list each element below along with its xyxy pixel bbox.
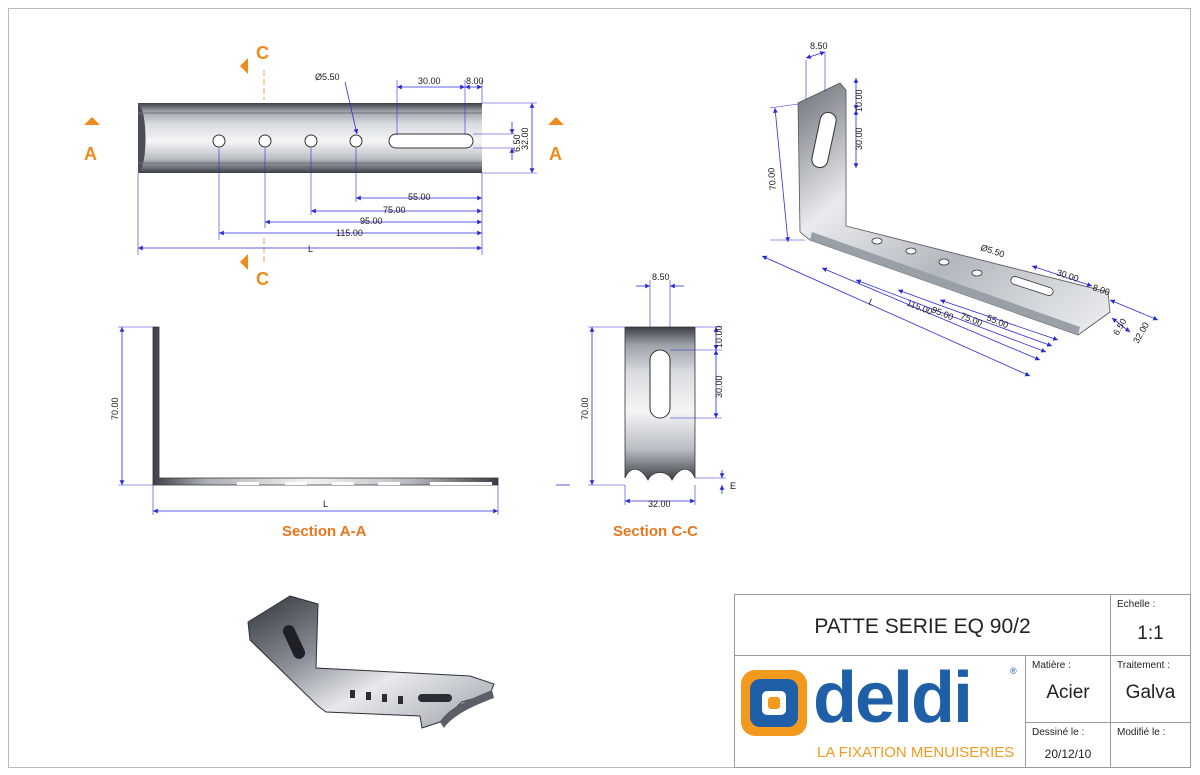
dim-L: L	[308, 244, 313, 254]
iso-dim-95: 95.00	[930, 305, 955, 323]
iso-slot-vertical	[811, 111, 837, 169]
section-a-a: 70.00 L Section A-A	[110, 326, 499, 540]
iso-dim-70: 70.00	[766, 167, 778, 190]
dim-32: 32.00	[520, 127, 530, 150]
section-cc-dim-10: 10.00	[714, 325, 724, 348]
section-mark-a-right: A	[549, 144, 562, 164]
dim-75: 75.00	[383, 205, 406, 215]
iso-dim-8-50: 8.50	[810, 41, 828, 51]
iso-dim-6-50: 6.50	[1111, 317, 1128, 337]
echelle-value: 1:1	[1137, 623, 1164, 644]
hole-3	[304, 134, 318, 148]
top-view: A A C C 30.00 8.00 Ø5.50 32.00 6.50	[84, 43, 564, 289]
dessine-value: 20/12/10	[1044, 747, 1092, 761]
section-aa-dim-L: L	[323, 499, 328, 509]
title-block: PATTE SERIE EQ 90/2 Echelle : 1:1 deldi …	[734, 594, 1191, 768]
dim-55: 55.00	[408, 192, 431, 202]
section-cc-dim-32: 32.00	[648, 499, 671, 509]
logo-tagline: LA FIXATION MENUISERIES	[817, 744, 1015, 761]
section-aa-dim-70: 70.00	[110, 397, 120, 420]
logo-wordmark: deldi	[813, 658, 973, 738]
echelle-cell: Echelle : 1:1	[1110, 594, 1191, 656]
section-c-c: 8.50 10.00 30.00 70.00 32.00 E Section C…	[556, 272, 736, 540]
section-cc-title: Section C-C	[613, 523, 698, 540]
section-cc-slot	[649, 349, 671, 419]
iso-dim-55: 55.00	[985, 313, 1010, 331]
section-arrow-a-right	[548, 117, 564, 125]
iso-dim-10: 10.00	[854, 89, 864, 112]
part-title: PATTE SERIE EQ 90/2	[814, 615, 1031, 638]
section-arrow-c-top	[240, 58, 248, 74]
drawing-frame	[8, 8, 1191, 768]
section-mark-c-top: C	[256, 43, 269, 63]
slot	[388, 133, 474, 149]
dessine-cell: Dessiné le : 20/12/10	[1025, 722, 1111, 768]
section-mark-a-left: A	[84, 144, 97, 164]
dim-8: 8.00	[466, 76, 484, 86]
product-photo	[247, 595, 495, 729]
section-cc-dim-E: E	[730, 481, 736, 491]
matiere-value: Acier	[1046, 682, 1090, 703]
section-aa-title: Section A-A	[282, 523, 367, 540]
matiere-cell: Matière : Acier	[1025, 655, 1111, 723]
echelle-label: Echelle :	[1117, 599, 1156, 610]
hole-2	[258, 134, 272, 148]
section-arrow-c-bottom	[240, 254, 248, 270]
title-cell: PATTE SERIE EQ 90/2	[734, 594, 1111, 656]
traitement-value: Galva	[1125, 682, 1176, 703]
dim-115: 115.00	[336, 228, 363, 238]
section-cc-dim-70: 70.00	[580, 397, 590, 420]
dim-6-50: 6.50	[512, 134, 522, 152]
hole-4	[349, 134, 363, 148]
dessine-label: Dessiné le :	[1032, 727, 1085, 738]
logo-registered: ®	[1010, 666, 1017, 676]
section-cc-dim-8-50: 8.50	[652, 272, 670, 282]
matiere-label: Matière :	[1032, 660, 1071, 671]
section-cc-dim-30: 30.00	[714, 375, 724, 398]
traitement-label: Traitement :	[1117, 660, 1170, 671]
iso-profile	[797, 82, 1111, 336]
logo-square	[741, 670, 807, 736]
iso-dim-dia: Ø5.50	[979, 242, 1005, 259]
dim-30: 30.00	[418, 76, 441, 86]
profile-top-end	[138, 103, 146, 173]
modifie-label: Modifié le :	[1117, 727, 1166, 738]
iso-dim-32: 32.00	[1131, 320, 1151, 345]
modifie-cell: Modifié le :	[1110, 722, 1191, 768]
traitement-cell: Traitement : Galva	[1110, 655, 1191, 723]
iso-view: 8.50 10.00 30.00 70.00 Ø5.50 30.00 8.00 …	[761, 41, 1159, 377]
logo-cell: deldi ® LA FIXATION MENUISERIES	[734, 655, 1026, 768]
iso-dim-30: 30.00	[854, 127, 864, 150]
dim-95: 95.00	[360, 216, 383, 226]
section-mark-c-bottom: C	[256, 269, 269, 289]
section-arrow-a-left	[84, 117, 100, 125]
hole-1	[212, 134, 226, 148]
section-aa-profile	[152, 326, 499, 486]
dim-hole-dia: Ø5.50	[315, 72, 340, 82]
